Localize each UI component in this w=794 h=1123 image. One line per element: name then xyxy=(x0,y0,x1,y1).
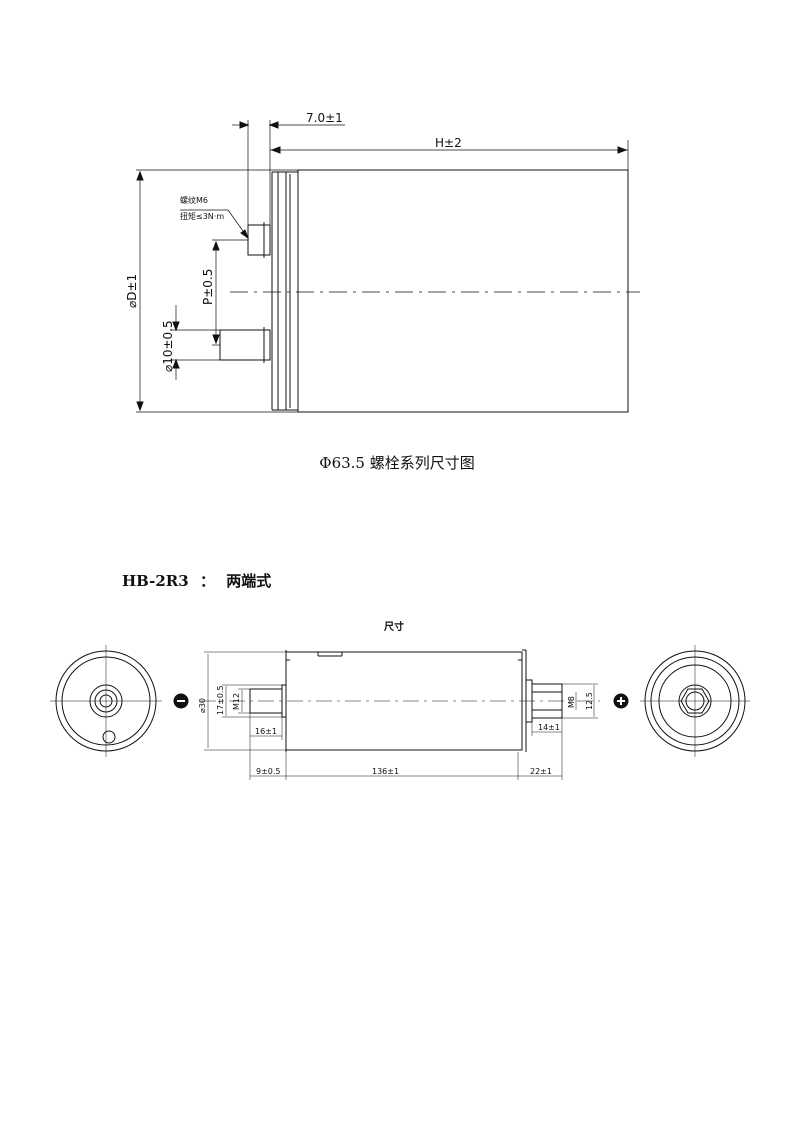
side-view xyxy=(200,649,600,780)
dim-body-diameter: ⌀30 xyxy=(198,698,207,713)
left-end-view xyxy=(50,645,162,757)
dim-right-boss-length: 14±1 xyxy=(538,723,560,732)
dim-left-offset: 9±0.5 xyxy=(256,767,281,776)
dim-left-boss-diameter: 17±0.5 xyxy=(216,685,225,715)
figure2-title: 尺寸 xyxy=(384,620,404,633)
dim-pitch: P±0.5 xyxy=(201,269,215,305)
figure1-drawing xyxy=(136,120,640,413)
dim-right-hex: 12.5 xyxy=(585,692,594,710)
dim-right-offset: 22±1 xyxy=(530,767,552,776)
dim-left-boss-length: 16±1 xyxy=(255,727,277,736)
dim-terminal-diameter: ⌀10±0.5 xyxy=(161,320,175,372)
note-thread: 螺纹M6 xyxy=(180,195,208,205)
right-end-view xyxy=(640,645,750,757)
upper-terminal xyxy=(247,224,271,256)
lower-terminal xyxy=(219,329,271,361)
section-separator: ： xyxy=(199,572,215,590)
section-model: HB-2R3 xyxy=(122,572,189,590)
dim-top-small: 7.0±1 xyxy=(306,111,343,125)
capacitor-body xyxy=(297,169,629,413)
dim-left-thread: M12 xyxy=(232,693,241,710)
figure2-drawing xyxy=(50,645,750,780)
dim-body-length: 136±1 xyxy=(372,767,399,776)
dim-top-height: H±2 xyxy=(435,136,462,150)
figure1-caption: Φ63.5 螺栓系列尺寸图 xyxy=(319,454,475,472)
section-type: 两端式 xyxy=(226,572,272,590)
note-torque: 扭矩≤3N·m xyxy=(180,211,224,221)
dim-left-diameter: ⌀D±1 xyxy=(125,274,139,308)
section-heading: HB-2R3 ： 两端式 xyxy=(122,570,277,591)
dim-right-thread: M8 xyxy=(567,696,576,708)
